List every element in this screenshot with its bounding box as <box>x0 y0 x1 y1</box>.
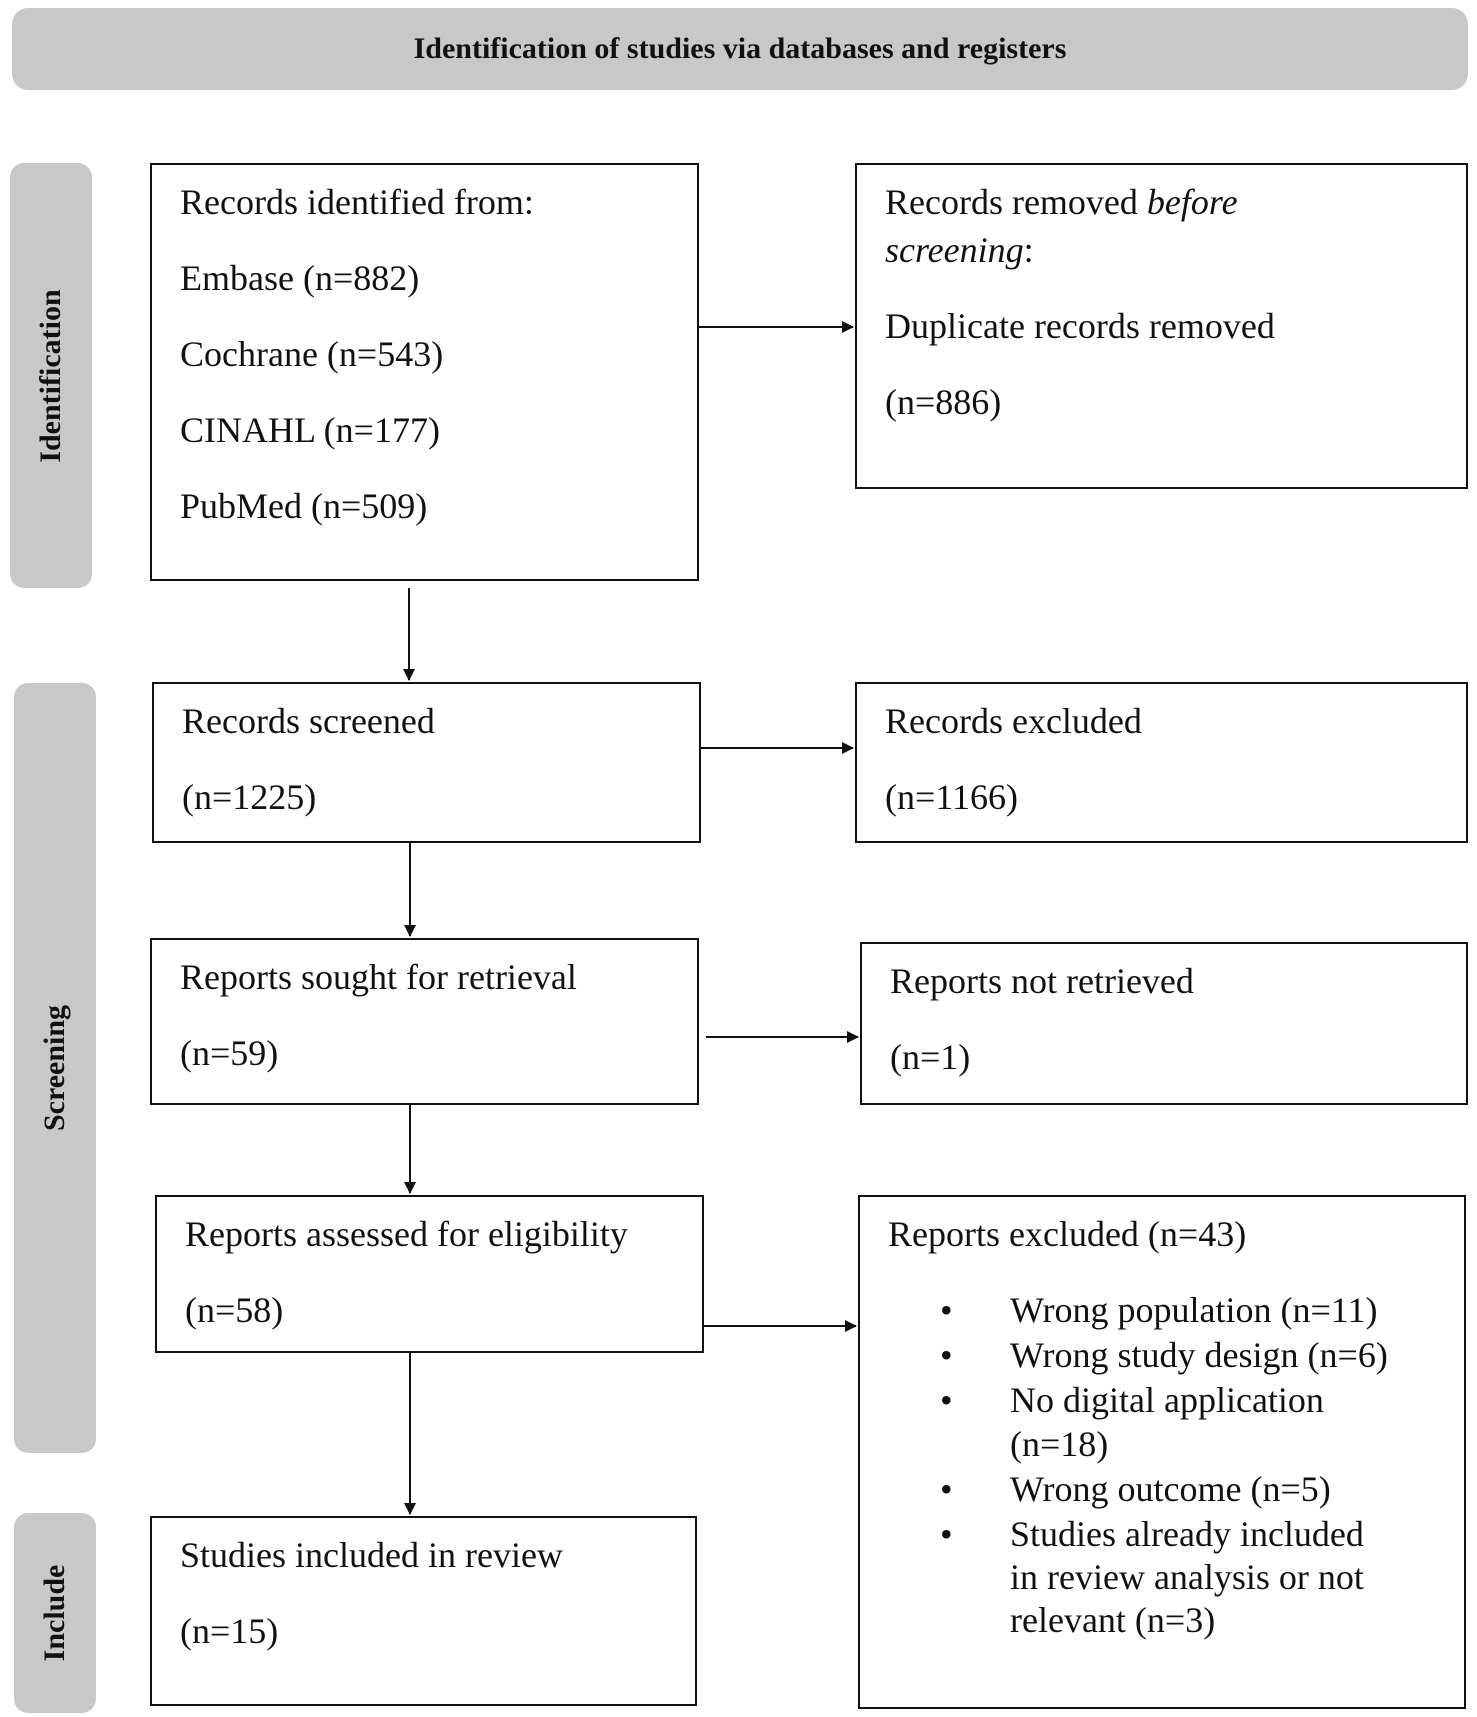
box-records-removed: Records removed before screening: Duplic… <box>855 163 1468 489</box>
exclusion-reason: Wrong study design (n=6) <box>860 1334 1460 1377</box>
removed-heading-2: screening: <box>885 229 1034 272</box>
included-count: (n=15) <box>180 1611 279 1651</box>
removed-heading: Records removed before <box>885 181 1238 224</box>
source-cochrane: Cochrane (n=543) <box>180 334 444 374</box>
not-retrieved-label: Reports not retrieved <box>890 961 1194 1001</box>
sought-label: Reports sought for retrieval <box>180 957 577 997</box>
removed-prefix: Records removed <box>885 182 1147 222</box>
removed-emph-screening: screening <box>885 230 1024 270</box>
phase-include: Include <box>14 1513 96 1713</box>
exclusion-reasons-list: Wrong population (n=11) Wrong study desi… <box>860 1289 1460 1645</box>
phase-identification: Identification <box>10 163 92 588</box>
removed-emph-before: before <box>1146 182 1238 222</box>
identified-title: Records identified from: <box>180 182 534 222</box>
exclusion-reason: No digital application (n=18) <box>860 1379 1340 1465</box>
box-studies-included: Studies included in review (n=15) <box>150 1516 697 1706</box>
exclusion-reason: Wrong outcome (n=5) <box>860 1468 1460 1511</box>
assessed-label: Reports assessed for eligibility <box>185 1214 628 1254</box>
box-records-identified: Records identified from: Embase (n=882) … <box>150 163 699 581</box>
removed-suffix: : <box>1023 230 1034 270</box>
included-label: Studies included in review <box>180 1535 563 1575</box>
box-reports-excluded: Reports excluded (n=43) Wrong population… <box>858 1195 1466 1709</box>
box-reports-not-retrieved: Reports not retrieved (n=1) <box>860 942 1468 1105</box>
source-embase: Embase (n=882) <box>180 258 420 298</box>
not-retrieved-count: (n=1) <box>890 1037 971 1077</box>
source-pubmed: PubMed (n=509) <box>180 486 428 526</box>
excluded-records-count: (n=1166) <box>885 777 1018 817</box>
screened-label: Records screened <box>182 701 435 741</box>
exclusion-reason: Studies already included in review analy… <box>860 1513 1370 1643</box>
exclusion-reason: Wrong population (n=11) <box>860 1289 1460 1332</box>
sought-count: (n=59) <box>180 1033 279 1073</box>
box-reports-assessed: Reports assessed for eligibility (n=58) <box>155 1195 704 1353</box>
header-title: Identification of studies via databases … <box>413 32 1067 65</box>
box-records-screened: Records screened (n=1225) <box>152 682 701 843</box>
removed-count: (n=886) <box>885 382 1002 422</box>
assessed-count: (n=58) <box>185 1290 284 1330</box>
box-records-excluded: Records excluded (n=1166) <box>855 682 1468 843</box>
header-banner: Identification of studies via databases … <box>12 8 1468 90</box>
excluded-records-label: Records excluded <box>885 701 1142 741</box>
screened-count: (n=1225) <box>182 777 317 817</box>
phase-screening: Screening <box>14 683 96 1453</box>
source-cinahl: CINAHL (n=177) <box>180 410 440 450</box>
excluded-reports-title: Reports excluded (n=43) <box>888 1214 1247 1254</box>
box-reports-sought: Reports sought for retrieval (n=59) <box>150 938 699 1105</box>
removed-label: Duplicate records removed <box>885 306 1275 346</box>
